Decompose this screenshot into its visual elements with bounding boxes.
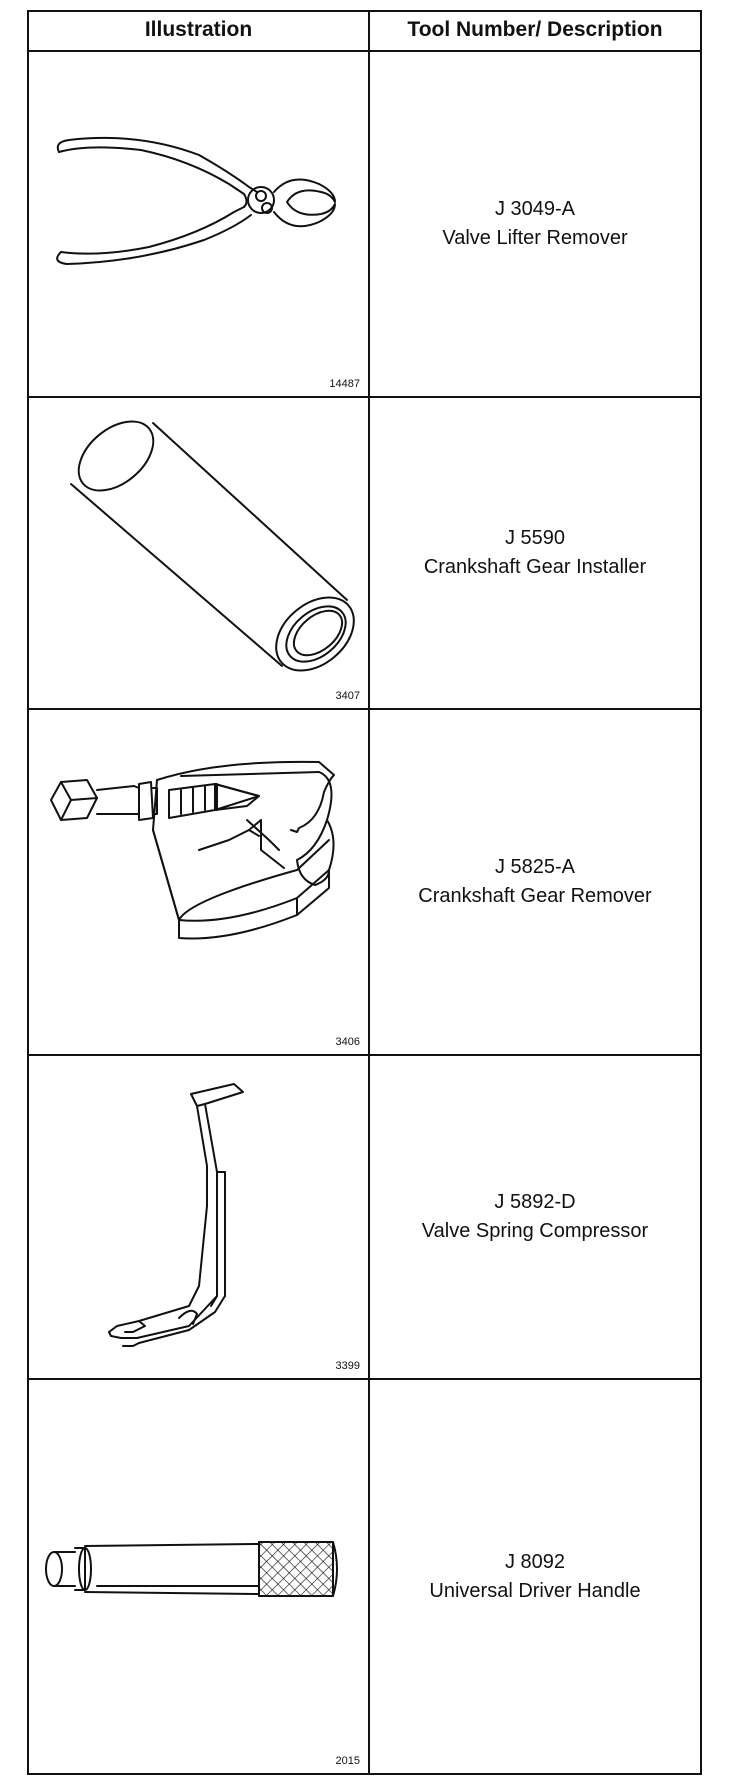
table-row: 3399 J 5892-D Valve Spring Compressor	[29, 1056, 700, 1380]
figure-number: 3407	[335, 690, 360, 702]
tool-description-cell: J 5825-A Crankshaft Gear Remover	[370, 710, 700, 1054]
tool-description: Valve Lifter Remover	[442, 227, 628, 249]
tube-icon	[29, 398, 368, 708]
tool-description-cell: J 5892-D Valve Spring Compressor	[370, 1056, 700, 1378]
illustration-cell: 3399	[29, 1056, 370, 1378]
tool-number: J 3049-A	[494, 198, 576, 220]
figure-number: 2015	[335, 1755, 360, 1767]
pliers-icon	[29, 52, 368, 396]
table-row: 3407 J 5590 Crankshaft Gear Installer	[29, 398, 700, 710]
header-tool-description: Tool Number/ Description	[407, 18, 663, 41]
table-header: Illustration Tool Number/ Description	[29, 12, 700, 52]
illustration-cell: 2015	[29, 1380, 370, 1773]
figure-number: 3399	[335, 1360, 360, 1372]
tool-description: Crankshaft Gear Installer	[423, 556, 647, 578]
tool-description: Universal Driver Handle	[429, 1579, 641, 1602]
tool-number: J 8092	[504, 1550, 566, 1573]
puller-icon	[29, 710, 368, 1054]
tool-number: J 5892-D	[494, 1191, 576, 1213]
table-row: 3406 J 5825-A Crankshaft Gear Remover	[29, 710, 700, 1056]
tools-table: Illustration Tool Number/ Description 14…	[27, 10, 702, 1775]
table-row: 14487 J 3049-A Valve Lifter Remover	[29, 52, 700, 398]
illustration-cell: 3406	[29, 710, 370, 1054]
tool-description: Crankshaft Gear Remover	[418, 885, 652, 907]
driver-handle-icon	[29, 1380, 368, 1771]
table-row: 2015 J 8092 Universal Driver Handle	[29, 1380, 700, 1773]
header-illustration: Illustration	[29, 12, 370, 50]
tool-description-cell: J 3049-A Valve Lifter Remover	[370, 52, 700, 396]
illustration-cell: 3407	[29, 398, 370, 708]
lever-icon	[29, 1056, 368, 1378]
tool-description: Valve Spring Compressor	[421, 1220, 649, 1242]
figure-number: 3406	[335, 1036, 360, 1048]
tool-number: J 5825-A	[494, 856, 576, 878]
figure-number: 14487	[329, 378, 360, 390]
tool-description-cell: J 5590 Crankshaft Gear Installer	[370, 398, 700, 708]
tool-number: J 5590	[504, 527, 566, 549]
tool-description-cell: J 8092 Universal Driver Handle	[370, 1380, 700, 1773]
illustration-cell: 14487	[29, 52, 370, 396]
